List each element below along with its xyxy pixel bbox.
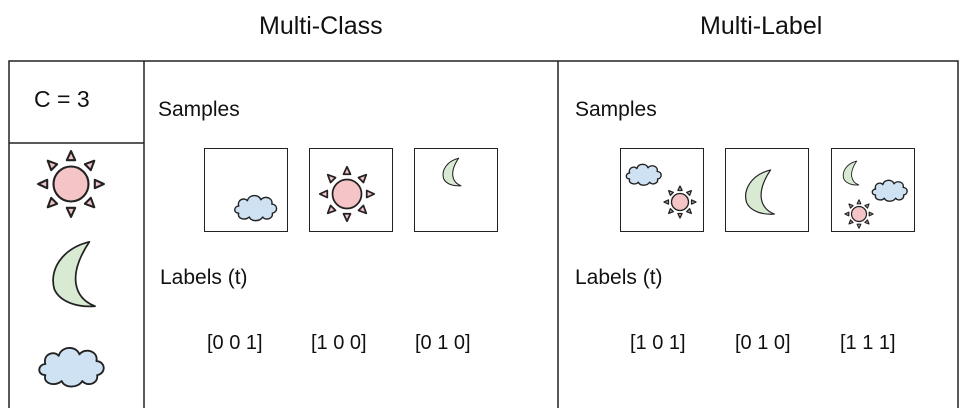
cloud-icon: [234, 194, 278, 222]
multi-class-samples-label: Samples: [158, 98, 240, 121]
multi-class-sample-1: [204, 148, 288, 232]
sun-icon: [663, 185, 697, 219]
multi-class-target-2: [1 0 0]: [311, 332, 367, 354]
cloud-icon: [38, 346, 105, 388]
multi-class-target-3: [0 1 0]: [415, 332, 471, 354]
moon-icon: [745, 169, 775, 215]
multi-label-sample-3: [831, 148, 915, 232]
multi-class-target-1: [0 0 1]: [207, 332, 263, 354]
moon-icon: [442, 157, 462, 187]
class-count-label: C = 3: [34, 86, 90, 112]
multi-label-heading: Multi-Label: [700, 12, 823, 40]
multi-label-target-1: [1 0 1]: [630, 332, 686, 354]
multi-class-labels-label: Labels (t): [160, 266, 248, 289]
cloud-icon: [871, 179, 908, 202]
multi-label-target-3: [1 1 1]: [840, 332, 896, 354]
multi-label-target-2: [0 1 0]: [735, 332, 791, 354]
cloud-icon: [625, 163, 662, 186]
multi-label-labels-label: Labels (t): [575, 266, 663, 289]
multi-class-sample-3: [414, 148, 498, 232]
moon-icon: [52, 240, 96, 308]
multi-label-samples-label: Samples: [575, 98, 657, 121]
multi-class-heading: Multi-Class: [259, 12, 383, 40]
sun-icon: [844, 199, 874, 229]
sun-icon: [37, 150, 105, 218]
multi-class-sample-2: [309, 148, 393, 232]
moon-icon: [842, 160, 860, 186]
multi-label-sample-1: [620, 148, 704, 232]
sun-icon: [318, 165, 376, 223]
multi-label-sample-2: [725, 148, 809, 232]
